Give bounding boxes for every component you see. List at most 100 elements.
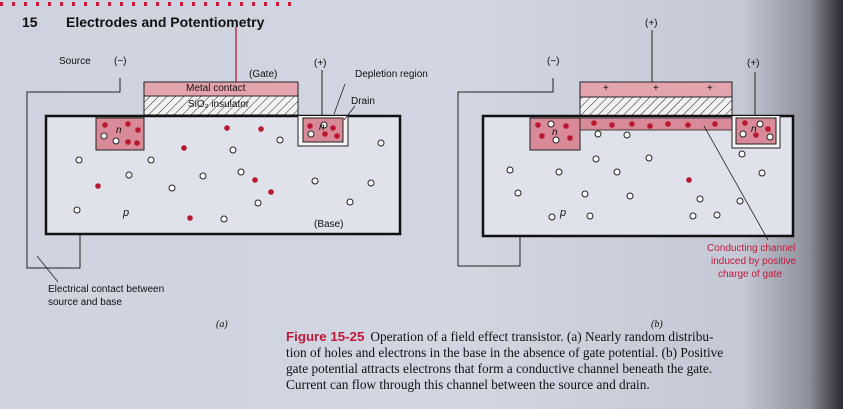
hole-carrier [586,212,594,220]
electron-carrier [330,125,336,131]
plate-plus-1: + [603,83,609,94]
hole-carrier [346,198,354,206]
conducting-channel-b [579,117,733,131]
p-label-b: p [560,207,567,219]
channel-label-line1: Conducting channel [707,243,796,254]
electron-carrier [685,122,691,128]
electron-carrier [535,122,541,128]
hole-carrier [112,137,120,145]
hole-carrier [367,179,375,187]
electron-carrier [591,120,597,126]
electron-carrier [125,121,131,127]
decorative-dot-rule [0,2,300,6]
electron-carrier [258,126,264,132]
electron-carrier [629,121,635,127]
contact-pointer [36,255,59,283]
depletion-pointer [333,83,346,115]
hole-carrier [514,189,522,197]
hole-carrier [713,211,721,219]
base-label: (Base) [314,219,344,230]
hole-carrier [307,130,315,138]
electron-carrier [187,215,193,221]
hole-carrier [594,130,602,138]
electrical-contact-line2: source and base [48,297,122,308]
drain-n-label-a: n [319,122,325,133]
electron-carrier [322,131,328,137]
hole-carrier [626,192,634,200]
hole-carrier [592,155,600,163]
electron-carrier [567,135,573,141]
electron-carrier [609,122,615,128]
drain-n-label-b: n [751,124,757,135]
insulator-label: SiO₂ insulator [188,99,250,110]
hole-carrier [613,168,621,176]
hole-carrier [547,120,555,128]
hole-carrier [147,156,155,164]
carriers-a [73,121,385,223]
p-label-a: p [123,207,130,219]
carriers-b [506,120,774,221]
hole-carrier [552,136,560,144]
hole-carrier [254,199,262,207]
hole-carrier [689,212,697,220]
electron-carrier [712,121,718,127]
section-number: 15 [22,14,38,30]
caption-line3: gate potential attracts electrons that f… [286,361,713,376]
hole-carrier [100,132,108,140]
source-base-wire [26,78,121,269]
source-n-label-a: n [116,125,122,136]
electron-carrier [539,133,545,139]
hole-carrier [758,169,766,177]
electron-carrier [742,120,748,126]
electron-carrier [765,126,771,132]
hole-carrier [125,171,133,179]
gate-label: (Gate) [249,69,278,80]
electron-carrier [268,189,274,195]
hole-carrier [73,206,81,214]
panel-label-a: (a) [216,319,228,330]
hole-carrier [739,130,747,138]
electron-carrier [647,123,653,129]
source-sign-b: (−) [547,56,560,67]
electron-carrier [665,121,671,127]
electrical-contact-line1: Electrical contact between [48,284,165,295]
caption-line4: Current can flow through this channel be… [286,377,650,392]
hole-carrier [320,121,328,129]
panel-label-b: (b) [651,319,663,330]
electron-carrier [753,132,759,138]
hole-carrier [168,184,176,192]
hole-carrier [75,156,83,164]
hole-carrier [377,139,385,147]
electron-carrier [125,139,131,145]
hole-carrier [766,133,774,141]
depletion-label: Depletion region [355,69,428,80]
hole-carrier [756,120,764,128]
hole-carrier [623,131,631,139]
channel-pointer [703,125,769,241]
drain-pointer [343,105,356,121]
plate-plus-3: + [707,83,713,94]
electron-carrier [563,123,569,129]
hole-carrier [738,150,746,158]
electron-carrier [686,177,692,183]
electron-carrier [334,133,340,139]
diagram-b [457,30,795,267]
electron-carrier [134,140,140,146]
source-n-label-b: n [552,127,558,138]
electron-carrier [95,183,101,189]
diagram-a [26,27,402,283]
drain-sign-a: (+) [314,58,327,69]
hole-carrier [220,215,228,223]
source-sign-a: (−) [114,56,127,67]
hole-carrier [736,197,744,205]
hole-carrier [199,172,207,180]
sio2-insulator-b [579,96,733,117]
hole-carrier [506,166,514,174]
hole-carrier [237,168,245,176]
drain-label: Drain [351,96,375,107]
source-label: Source [59,56,91,67]
caption-line2: tion of holes and electrons in the base … [286,345,724,360]
